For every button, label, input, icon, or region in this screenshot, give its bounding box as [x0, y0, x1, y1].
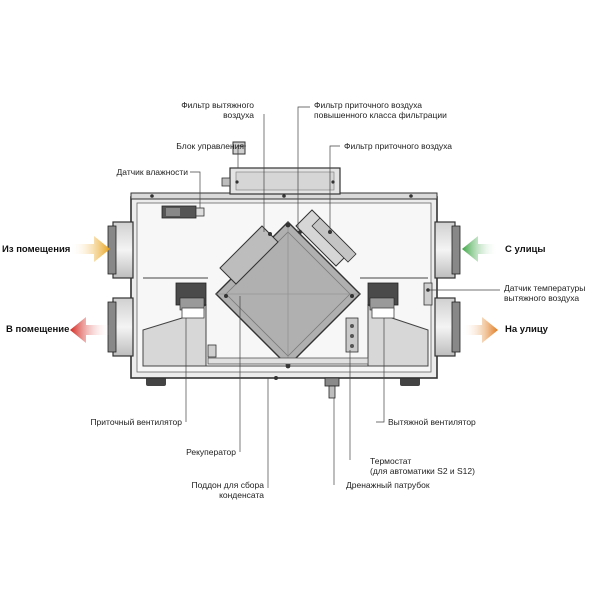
label-exhaust-fan: Вытяжной вентилятор [388, 417, 476, 427]
label-supply-filter-high: Фильтр приточного воздуха повышенного кл… [314, 100, 447, 120]
label-recuperator: Рекуператор [186, 447, 236, 457]
right-ducts [434, 221, 461, 357]
label-supply-filter: Фильтр приточного воздуха [344, 141, 453, 151]
arrow-from-street [462, 236, 498, 262]
label-condensate-tray: Поддон для сбора конденсата [191, 480, 264, 500]
drain-pipe [324, 377, 340, 399]
exhaust-filter [219, 225, 279, 285]
left-ducts [107, 221, 134, 357]
humidity-sensor [161, 205, 205, 219]
label-exhaust-filter: Фильтр вытяжного воздуха [181, 100, 254, 120]
label-exhaust-temp-sensor: Датчик температуры вытяжного воздуха [504, 283, 586, 303]
label-humidity-sensor: Датчик влажности [116, 167, 188, 177]
flow-label-to-room: В помещение [6, 324, 70, 335]
arrow-to-room [70, 317, 110, 343]
label-thermostat: Термостат (для автоматики S2 и S12) [370, 456, 475, 476]
supply-fan [142, 282, 217, 367]
control-box [221, 141, 341, 195]
label-supply-fan: Приточный вентилятор [90, 417, 182, 427]
lower-filter-clips [224, 294, 354, 298]
flow-label-from-street: С улицы [505, 244, 546, 255]
thermostat [345, 317, 359, 353]
label-drain-pipe: Дренажный патрубок [346, 480, 430, 490]
exhaust-temp-sensor [423, 282, 433, 306]
flow-label-from-room: Из помещения [2, 244, 71, 255]
arrow-from-room [70, 236, 110, 262]
leader-lines [185, 106, 500, 488]
flow-label-to-street: На улицу [505, 324, 548, 335]
flow-arrows [70, 236, 498, 343]
exhaust-fan [367, 282, 429, 367]
condensate-tray [207, 357, 369, 380]
label-control-unit: Блок управления [176, 141, 244, 151]
arrow-to-street [462, 317, 498, 343]
supply-filter [311, 217, 357, 263]
